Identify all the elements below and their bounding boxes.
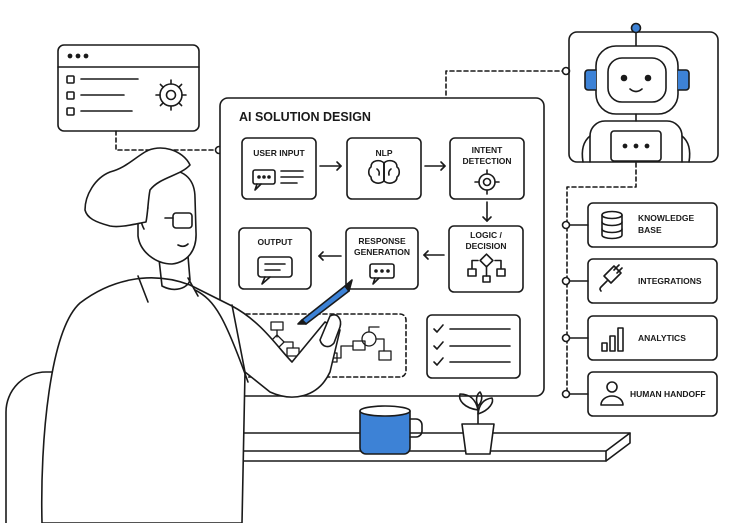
robot-assistant bbox=[568, 22, 719, 163]
response-label-line1: RESPONSE bbox=[358, 236, 406, 246]
checklist-icon bbox=[433, 324, 511, 366]
person-designer bbox=[40, 147, 342, 523]
target-icon bbox=[474, 169, 500, 195]
logic-decision-box bbox=[448, 225, 524, 293]
intent-detection-box bbox=[449, 137, 525, 200]
gear-icon bbox=[155, 79, 187, 111]
knowledge-base-label-line1: KNOWLEDGE bbox=[638, 213, 695, 223]
user-input-box bbox=[241, 137, 317, 200]
settings-window bbox=[57, 44, 200, 132]
logic-label-line2: DECISION bbox=[465, 241, 506, 251]
potted-plant bbox=[458, 391, 495, 455]
bar-chart-icon bbox=[601, 327, 624, 352]
flow-arrows bbox=[318, 161, 492, 261]
decision-tree-icon bbox=[467, 253, 506, 283]
database-icon bbox=[601, 210, 623, 240]
knowledge-base-label-line2: BASE bbox=[638, 225, 662, 235]
brain-icon bbox=[367, 159, 401, 184]
plug-icon bbox=[599, 264, 623, 292]
intent-label-line1: INTENT bbox=[472, 145, 504, 155]
message-icon bbox=[257, 256, 293, 285]
nlp-label: NLP bbox=[376, 148, 393, 158]
integration-cards bbox=[561, 202, 718, 417]
logic-label-line1: LOGIC / bbox=[470, 230, 502, 240]
chat-bubble-icon bbox=[252, 169, 276, 191]
stylus-pen bbox=[297, 279, 353, 325]
person-icon bbox=[600, 381, 624, 406]
output-box bbox=[238, 227, 312, 290]
output-label: OUTPUT bbox=[258, 237, 294, 247]
human-handoff-label: HUMAN HANDOFF bbox=[630, 389, 706, 399]
user-input-label: USER INPUT bbox=[253, 148, 305, 158]
response-generation-box bbox=[345, 227, 419, 290]
integrations-label: INTEGRATIONS bbox=[638, 276, 702, 286]
intent-label-line2: DETECTION bbox=[462, 156, 511, 166]
checklist-card bbox=[426, 314, 521, 379]
desk bbox=[194, 432, 631, 523]
nlp-box bbox=[346, 137, 422, 200]
analytics-label: ANALYTICS bbox=[638, 333, 686, 343]
response-label-line2: GENERATION bbox=[354, 247, 410, 257]
coffee-mug bbox=[359, 405, 423, 455]
board-title: AI SOLUTION DESIGN bbox=[239, 110, 371, 124]
chat-bubble-icon bbox=[369, 263, 395, 285]
